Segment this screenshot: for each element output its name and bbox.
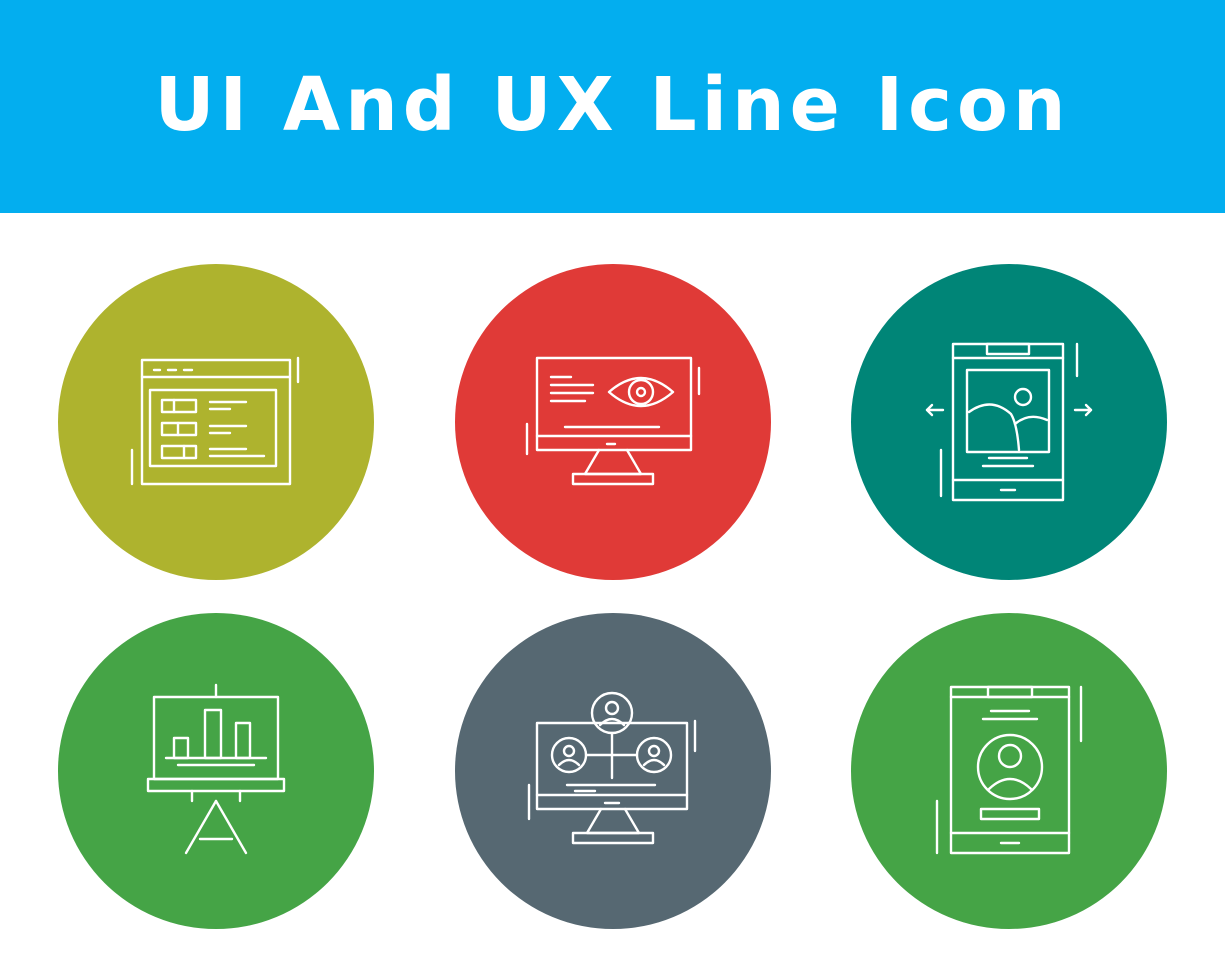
icon-tile-mobile-user-profile (851, 613, 1167, 929)
icon-tile-responsive-mobile (851, 264, 1167, 580)
responsive-mobile-image-icon (925, 342, 1093, 502)
monitor-user-network-icon (527, 691, 697, 845)
icon-tile-monitor-user-network (455, 613, 771, 929)
header-banner: UI And UX Line Icon (0, 0, 1225, 213)
monitor-eye-icon (525, 356, 701, 486)
presentation-chart-icon (146, 683, 286, 855)
browser-layout-icon (130, 356, 300, 486)
icon-tile-presentation-chart (58, 613, 374, 929)
icon-tile-monitor-eye (455, 264, 771, 580)
icon-tile-browser-layout (58, 264, 374, 580)
mobile-user-profile-icon (935, 685, 1083, 855)
page-title: UI And UX Line Icon (154, 61, 1071, 148)
